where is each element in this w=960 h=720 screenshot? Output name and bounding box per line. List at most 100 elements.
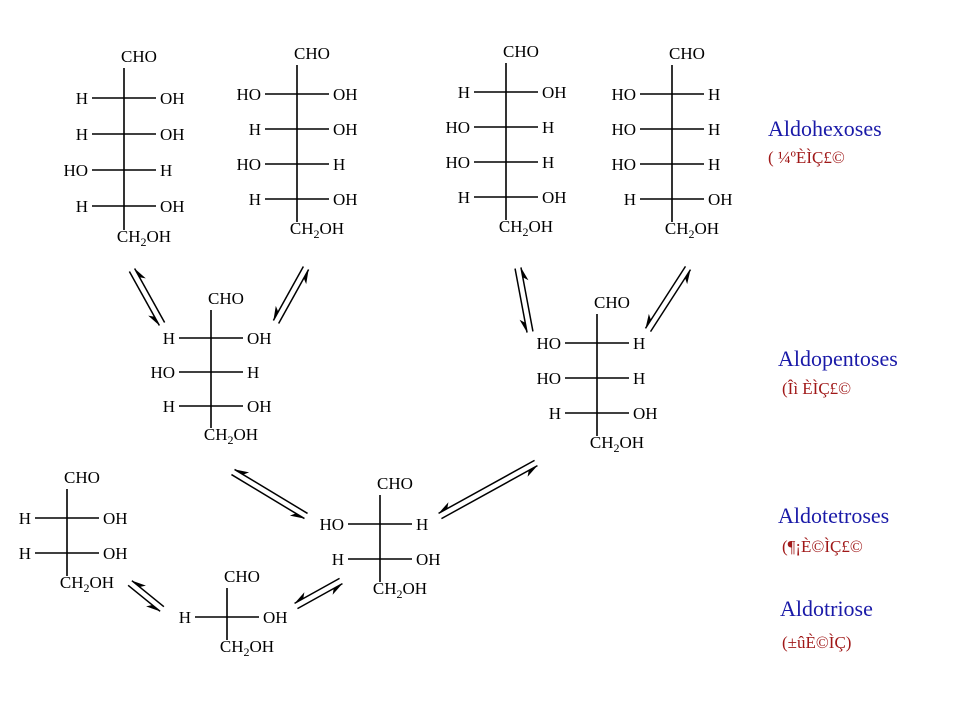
label-aldohexoses-cn: ( ¼ºÈÌÇ£© [768,148,845,167]
label-aldotetroses-en: Aldotetroses [778,503,889,528]
hexose-2-row-2-right: H [333,155,345,174]
hexose-4-row-1-left: HO [611,120,636,139]
hexose-2-row-0-left: HO [236,85,261,104]
hexose-3-row-3-right: OH [542,188,567,207]
fischer-tetrose-1: CHO H OH H OH CH2OH [19,468,128,595]
fischer-triose: CHO H OH CH2OH [179,567,288,659]
tetrose-2-top-group: CHO [377,474,413,493]
pentose-1-row-0-left: H [163,329,175,348]
tetrose-1-top-group: CHO [64,468,100,487]
hexose-4-top-group: CHO [669,44,705,63]
label-aldotriose: Aldotriose (±ûÈ©ÌÇ) [780,596,873,652]
tetrose-2-row-0-left: HO [319,515,344,534]
pentose-2-row-0-right: H [633,334,645,353]
tetrose-1-row-1-left: H [19,544,31,563]
equilibrium-arrows [127,265,692,612]
pentose-2-row-2-right: OH [633,404,658,423]
hexose-2-row-3-right: OH [333,190,358,209]
hexose-1-row-2-right: H [160,161,172,180]
hexose-3-row-1-right: H [542,118,554,137]
hexose-1-row-0-left: H [76,89,88,108]
tetrose-1-row-0-right: OH [103,509,128,528]
triose-top-group: CHO [224,567,260,586]
hexose-2-row-0-right: OH [333,85,358,104]
label-aldopentoses-cn: (Îì ÈÌÇ£© [782,379,851,398]
label-aldopentoses-en: Aldopentoses [778,346,898,371]
triose-row-0-right: OH [263,608,288,627]
hexose-1-bottom-group: CH2OH [117,227,171,249]
hexose-2-row-3-left: H [249,190,261,209]
arrow-hexose4-pentose2 [644,265,692,333]
tetrose-2-row-1-left: H [332,550,344,569]
hexose-3-row-0-right: OH [542,83,567,102]
hexose-2-top-group: CHO [294,44,330,63]
hexose-1-row-3-right: OH [160,197,185,216]
hexose-3-top-group: CHO [503,42,539,61]
pentose-1-row-2-left: H [163,397,175,416]
label-aldotetroses-cn: (¶¡È©ÌÇ£© [782,537,863,556]
hexose-4-row-1-right: H [708,120,720,139]
hexose-4-row-3-right: OH [708,190,733,209]
arrow-hexose3-pentose2 [514,267,534,333]
hexose-2-row-1-left: H [249,120,261,139]
pentose-1-bottom-group: CH2OH [204,425,258,447]
label-aldopentoses: Aldopentoses (Îì ÈÌÇ£© [778,346,898,398]
pentose-1-top-group: CHO [208,289,244,308]
hexose-2-row-2-left: HO [236,155,261,174]
label-aldotriose-en: Aldotriose [780,596,873,621]
label-aldohexoses: Aldohexoses ( ¼ºÈÌÇ£© [768,116,882,167]
hexose-2-bottom-group: CH2OH [290,219,344,241]
triose-row-0-left: H [179,608,191,627]
pentose-1-row-1-right: H [247,363,259,382]
tetrose-2-row-1-right: OH [416,550,441,569]
hexose-3-row-3-left: H [458,188,470,207]
hexose-1-row-3-left: H [76,197,88,216]
pentose-2-bottom-group: CH2OH [590,433,644,455]
hexose-1-row-1-right: OH [160,125,185,144]
pentose-2-top-group: CHO [594,293,630,312]
arrow-tetrose1-triose [127,580,165,612]
hexose-1-top-group: CHO [121,47,157,66]
label-aldohexoses-en: Aldohexoses [768,116,882,141]
hexose-4-bottom-group: CH2OH [665,219,719,241]
tetrose-1-bottom-group: CH2OH [60,573,114,595]
triose-bottom-group: CH2OH [220,637,274,659]
hexose-4-row-0-left: HO [611,85,636,104]
hexose-3-row-2-right: H [542,153,554,172]
pentose-2-row-2-left: H [549,404,561,423]
hexose-1-row-0-right: OH [160,89,185,108]
hexose-3-row-2-left: HO [445,153,470,172]
hexose-4-row-2-right: H [708,155,720,174]
hexose-4-row-0-right: H [708,85,720,104]
tetrose-1-row-1-right: OH [103,544,128,563]
hexose-3-row-0-left: H [458,83,470,102]
hexose-4-row-3-left: H [624,190,636,209]
pentose-1-row-2-right: OH [247,397,272,416]
arrow-pentose1-tetrose2 [231,468,308,520]
arrow-pentose2-tetrose2 [438,459,538,520]
pentose-2-row-1-left: HO [536,369,561,388]
label-aldotriose-cn: (±ûÈ©ÌÇ) [782,633,851,652]
tetrose-1-row-0-left: H [19,509,31,528]
arrow-hexose1-pentose1 [128,268,166,326]
arrow-tetrose2-triose [294,577,343,610]
arrow-hexose2-pentose1 [272,266,310,324]
hexose-3-row-1-left: HO [445,118,470,137]
hexose-1-row-2-left: HO [63,161,88,180]
hexose-2-row-1-right: OH [333,120,358,139]
hexose-1-row-1-left: H [76,125,88,144]
tetrose-2-row-0-right: H [416,515,428,534]
pentose-2-row-0-left: HO [536,334,561,353]
hexose-3-bottom-group: CH2OH [499,217,553,239]
pentose-1-row-1-left: HO [150,363,175,382]
